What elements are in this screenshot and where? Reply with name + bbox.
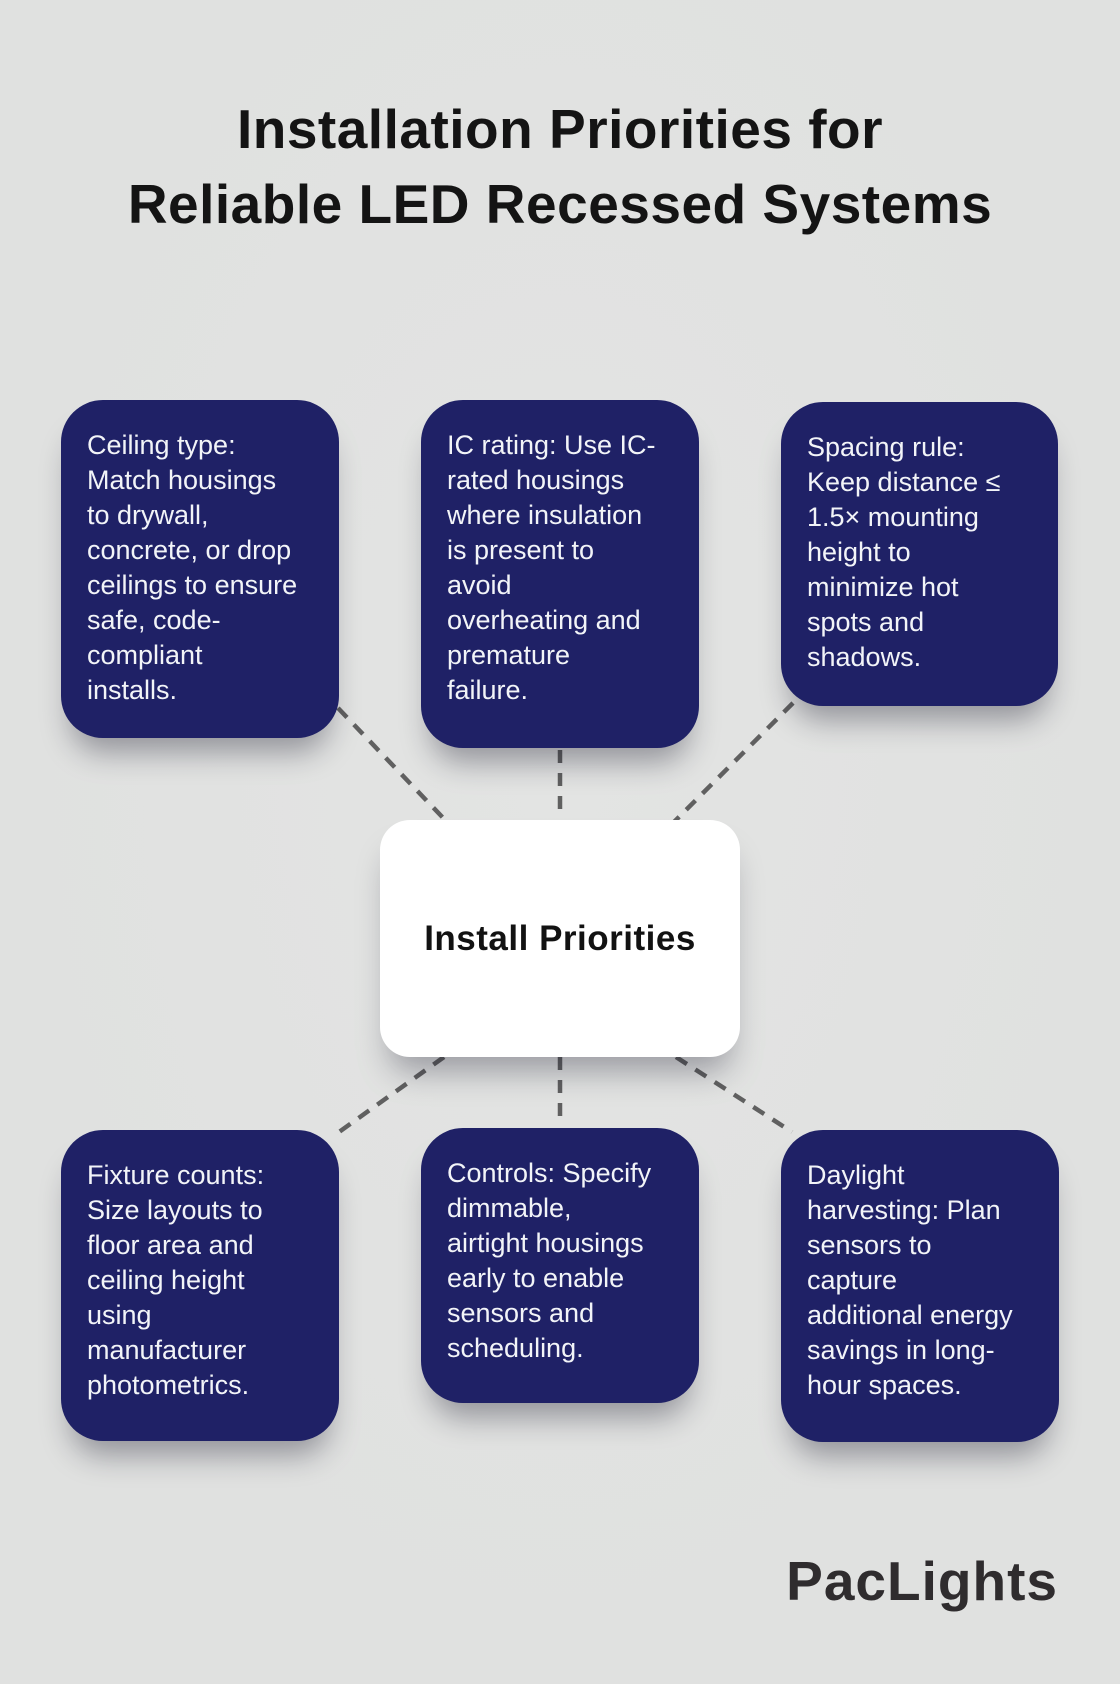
node-spacing-rule: Spacing rule: Keep distance ≤ 1.5× mount…: [781, 402, 1058, 706]
page-title: Installation Priorities for Reliable LED…: [127, 98, 993, 236]
node-spacing-rule-text: Spacing rule: Keep distance ≤ 1.5× mount…: [807, 432, 1001, 672]
center-node-label: Install Priorities: [424, 918, 696, 958]
node-ceiling-type-text: Ceiling type: Match housings to drywall,…: [87, 430, 298, 705]
node-ic-rating-text: IC rating: Use IC- rated housings where …: [447, 430, 656, 705]
node-controls: Controls: Specify dimmable, airtight hou…: [421, 1128, 699, 1403]
node-daylight-harvesting: Daylight harvesting: Plan sensors to cap…: [781, 1130, 1059, 1442]
connector-line-bottom-left: [337, 1055, 446, 1134]
paclights-logo: PacLights: [786, 1550, 1058, 1612]
node-ceiling-type: Ceiling type: Match housings to drywall,…: [61, 400, 339, 738]
node-controls-text: Controls: Specify dimmable, airtight hou…: [447, 1158, 652, 1363]
node-fixture-counts: Fixture counts: Size layouts to floor ar…: [61, 1130, 339, 1441]
center-node: Install Priorities: [380, 820, 740, 1057]
node-fixture-counts-text: Fixture counts: Size layouts to floor ar…: [87, 1160, 265, 1400]
node-daylight-harvesting-text: Daylight harvesting: Plan sensors to cap…: [807, 1160, 1013, 1400]
node-ic-rating: IC rating: Use IC- rated housings where …: [421, 400, 699, 748]
connector-line-bottom-right: [674, 1055, 794, 1134]
